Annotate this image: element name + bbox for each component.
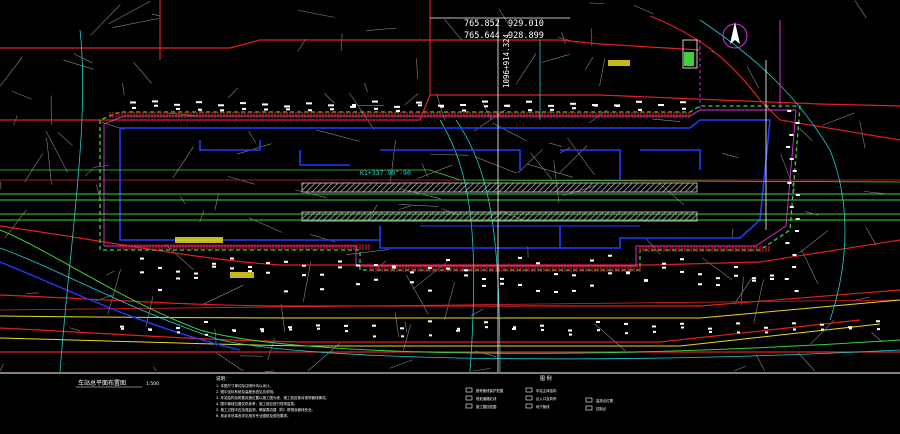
coord-top-left-a: 765.852 <box>464 19 500 29</box>
station-structure <box>119 119 771 249</box>
drawing-title[interactable]: 车站总平面布置图 <box>78 379 126 387</box>
note-line-2: 2. 图中坐标系统及高程系统见总说明。 <box>216 389 276 394</box>
notes-header: 说明： <box>216 375 230 382</box>
coord-top-right-b: 928.899 <box>508 31 544 41</box>
ventilation-shaft-fill <box>684 52 694 66</box>
note-line-1: 1. 本图尺寸单位除注明外均以米计。 <box>216 383 273 388</box>
legend-item: 车站主体结构 <box>536 388 557 393</box>
drawing-scale: 1:500 <box>146 381 159 387</box>
construction-boundary <box>99 20 801 271</box>
legend-col-3: 监测点位置 控制点 <box>585 397 614 411</box>
legend-col-2: 车站主体结构 出入口及风亭 地下管线 <box>525 387 557 409</box>
note-line-3: 3. 车站结构及附属设施位置以施工图为准，施工前应核对现场管线情况。 <box>216 395 329 400</box>
center-chainage-label: 1096+914.324 <box>502 33 511 88</box>
legend-item: 地下管线 <box>536 404 550 409</box>
coord-top-right-a: 929.010 <box>508 19 544 29</box>
utility-curves <box>0 19 900 372</box>
note-line-5: 5. 施工过程中应加强监测，确保周边建（构）筑物及管线安全。 <box>216 407 315 412</box>
legend-item: 既有管线保护范围 <box>476 388 504 393</box>
ventilation-shaft-marker[interactable] <box>682 39 698 69</box>
road-boundary-lines <box>0 0 900 353</box>
legend-title: 图 例 <box>540 375 552 382</box>
legend-item: 出入口及风亭 <box>536 396 557 401</box>
coord-top-left-b: 765.644 <box>464 31 500 41</box>
dimension-labels <box>120 100 880 338</box>
legend-item: 规划道路红线 <box>476 396 497 401</box>
alignment-lines <box>0 299 900 347</box>
legend-col-1: 既有管线保护范围 规划道路红线 施工围挡范围 <box>465 387 504 409</box>
platform-lower[interactable] <box>301 211 698 222</box>
legend-item: 施工围挡范围 <box>476 404 497 409</box>
north-arrow-icon[interactable] <box>722 22 748 49</box>
note-line-4: 4. 图中管线位置仅供参考，施工前应进行现场复核。 <box>216 401 297 406</box>
platform-upper[interactable] <box>301 182 698 193</box>
note-line-6: 6. 其余未尽事宜详见相关专业图纸及规范要求。 <box>216 413 290 418</box>
drawing-footer: 车站总平面布置图 1:500 说明： 1. 本图尺寸单位除注明外均以米计。 2.… <box>0 372 900 418</box>
track-chainage-label: K1+337.90^-90 <box>360 169 411 177</box>
yellow-annotation-boxes <box>175 60 630 278</box>
legend-item: 监测点位置 <box>596 398 614 403</box>
site-plan-drawing[interactable]: 765.852 765.644 929.010 928.899 1096+914… <box>0 0 900 372</box>
legend-item: 控制点 <box>596 406 607 411</box>
